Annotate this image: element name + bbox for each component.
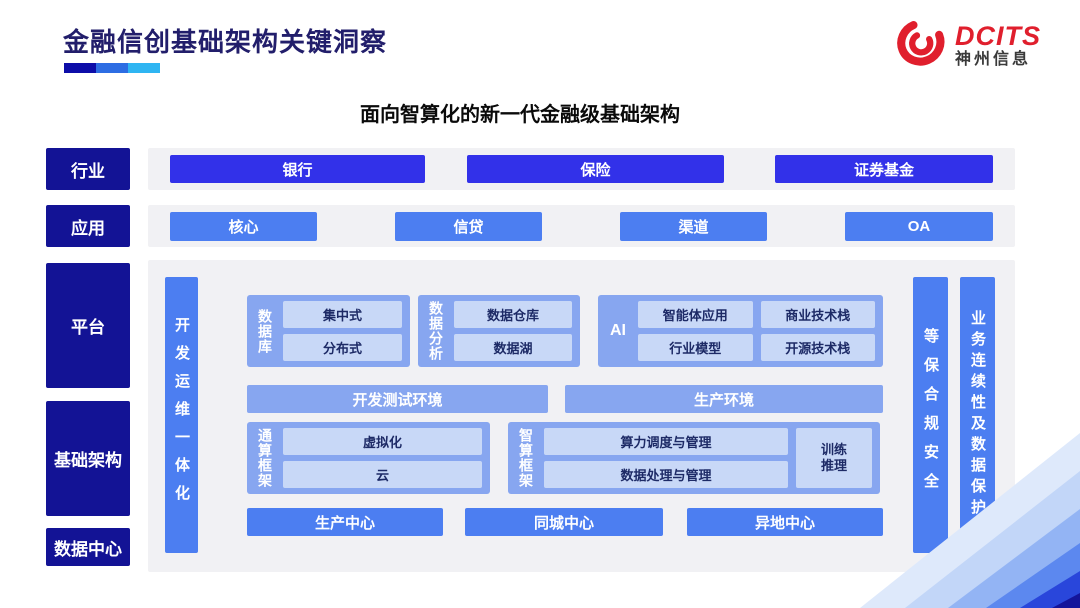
analytics-item-lake: 数据湖 (454, 334, 572, 361)
rail-label-platform: 平台 (46, 263, 130, 388)
general-compute-group: 通算框架 虚拟化 云 (247, 422, 490, 494)
devtest-environment-bar: 开发测试环境 (247, 385, 548, 413)
center-production: 生产中心 (247, 508, 443, 536)
ai-group: AI 智能体应用 商业技术栈 行业模型 开源技术栈 (598, 295, 883, 367)
general-item-cloud: 云 (283, 461, 482, 488)
ai-item-agent-apps: 智能体应用 (638, 301, 753, 328)
application-item-core: 核心 (170, 212, 317, 241)
ai-item-industry-models: 行业模型 (638, 334, 753, 361)
industry-item-securities: 证券基金 (775, 155, 993, 183)
application-item-channel: 渠道 (620, 212, 767, 241)
application-item-credit: 信贷 (395, 212, 542, 241)
intelligent-compute-group: 智算框架 算力调度与管理 数据处理与管理 训练推理 (508, 422, 880, 494)
database-item-distributed: 分布式 (283, 334, 402, 361)
industry-band: 银行 保险 证券基金 (148, 148, 1015, 190)
logo-company-text: 神州信息 (955, 51, 1032, 69)
center-samecity: 同城中心 (465, 508, 663, 536)
rail-label-datacenter: 数据中心 (46, 528, 130, 566)
rail-label-application: 应用 (46, 205, 130, 247)
logo-brand-text: DCITS (955, 20, 1041, 51)
production-environment-bar: 生产环境 (565, 385, 883, 413)
rail-label-industry: 行业 (46, 148, 130, 190)
general-item-virtualization: 虚拟化 (283, 428, 482, 455)
application-band: 核心 信贷 渠道 OA (148, 205, 1015, 247)
database-item-centralized: 集中式 (283, 301, 402, 328)
platform-band: 开发运维一体化 数据库 集中式 分布式 数据分析 数据仓库 数据湖 AI 智能体… (148, 260, 1015, 572)
ai-item-opensource-stack: 开源技术栈 (760, 334, 875, 361)
intel-item-dataprocessing: 数据处理与管理 (544, 461, 788, 488)
company-logo: DCITS 神州信息 (893, 16, 1041, 75)
corner-decoration (860, 433, 1080, 608)
database-group: 数据库 集中式 分布式 (247, 295, 410, 367)
center-remote: 异地中心 (687, 508, 883, 536)
rail-label-infrastructure: 基础架构 (46, 401, 130, 516)
intelligent-compute-label: 智算框架 (518, 428, 534, 488)
analytics-item-warehouse: 数据仓库 (454, 301, 572, 328)
ai-group-label: AI (610, 322, 626, 339)
intel-item-training-inference: 训练推理 (796, 428, 872, 488)
training-inference-text: 训练推理 (820, 441, 847, 473)
intel-item-scheduling: 算力调度与管理 (544, 428, 788, 455)
dcits-swirl-icon (893, 16, 947, 75)
analytics-group: 数据分析 数据仓库 数据湖 (418, 295, 580, 367)
ai-item-commercial-stack: 商业技术栈 (760, 301, 875, 328)
analytics-group-label: 数据分析 (428, 301, 444, 361)
industry-item-bank: 银行 (170, 155, 425, 183)
general-compute-label: 通算框架 (257, 428, 273, 488)
application-item-oa: OA (845, 212, 993, 241)
devops-vertical-bar: 开发运维一体化 (165, 277, 198, 553)
diagram-subtitle: 面向智算化的新一代金融级基础架构 (360, 104, 680, 126)
industry-item-insurance: 保险 (467, 155, 724, 183)
security-vertical-bar: 等保合规安全 (913, 277, 948, 553)
page-title: 金融信创基础架构关键洞察 (63, 27, 388, 57)
database-group-label: 数据库 (257, 308, 273, 354)
title-underline-bar (64, 63, 160, 73)
